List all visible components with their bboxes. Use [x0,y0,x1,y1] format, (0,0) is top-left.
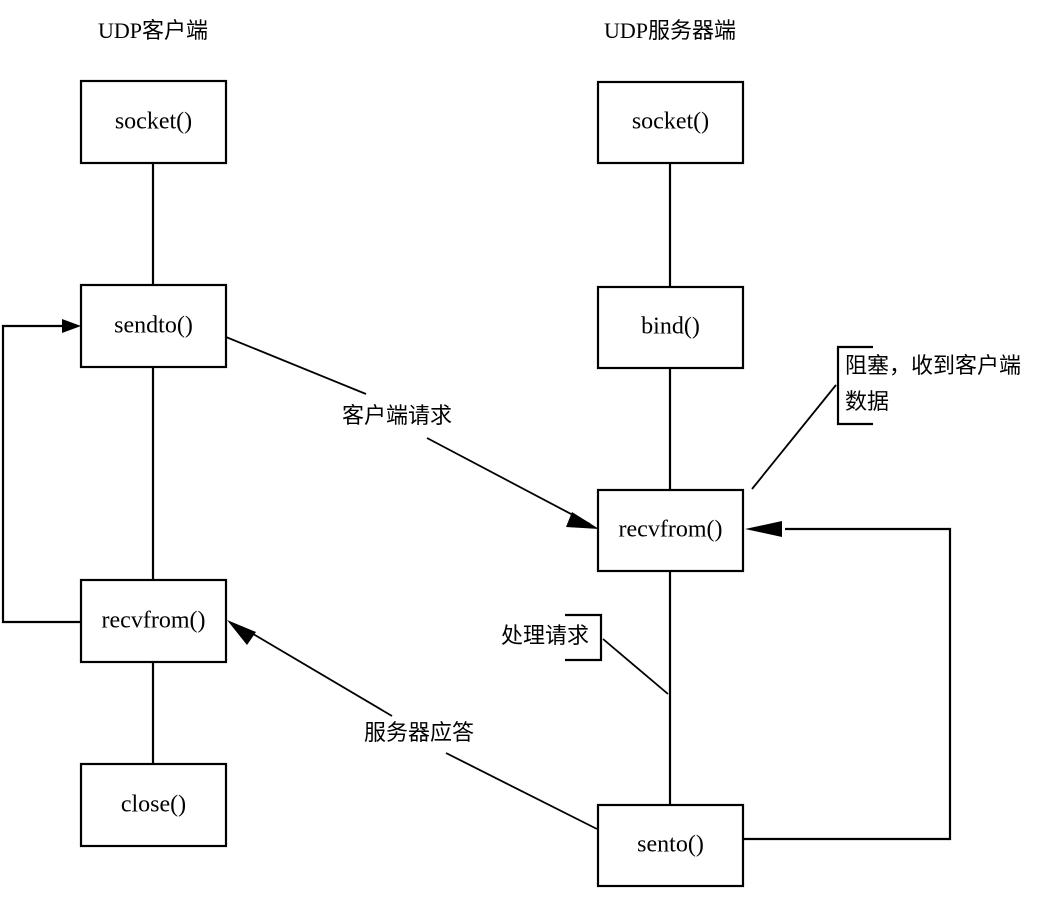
server-box-socket-label: socket() [632,109,709,135]
server-box-sento-label: sento() [637,832,704,858]
client-box-recvfrom-rect [79,578,228,664]
client-box-recvfrom[interactable]: recvfrom() [79,578,228,664]
server-response-label: 服务器应答 [364,720,474,745]
client-loop-back-path [1,324,81,624]
handle-request-note-label: 处理请求 [501,623,589,648]
blocking-note-line-2: 数据 [845,389,889,414]
client-box-close-rect [79,762,228,848]
server-box-sento[interactable]: sento() [596,803,745,888]
client-box-close-label: close() [121,792,186,818]
client-request-arrowhead-icon [566,512,599,529]
client-request-line-lower [426,437,591,525]
server-response-line-lower [445,752,598,830]
blocking-note-line-1: 阻塞，收到客户端 [845,353,1021,378]
handle-request-note-bracket [565,613,603,662]
server-response-arrowhead-icon [227,620,256,645]
client-box-sendto-rect [79,283,228,369]
server-loop-back-path [743,527,952,841]
server-box-bind[interactable]: bind() [596,285,745,370]
client-box-sendto-label: sendto() [114,313,193,339]
server-column-title: UDP服务器端 [604,18,736,43]
client-box-socket-label: socket() [115,109,192,135]
blocking-note-leader-line [751,384,837,490]
client-request-label: 客户端请求 [342,403,452,428]
server-box-recvfrom[interactable]: recvfrom() [596,488,745,573]
client-loop-arrowhead-icon [62,319,81,333]
handle-request-note-leader-line [602,638,669,695]
blocking-note-bracket [836,345,873,426]
client-box-recvfrom-label: recvfrom() [102,608,206,634]
client-box-close[interactable]: close() [79,762,228,848]
server-response-line-upper [242,627,393,717]
server-box-bind-rect [596,285,745,370]
server-box-recvfrom-label: recvfrom() [619,517,723,543]
server-box-sento-rect [596,803,745,888]
server-box-socket-rect [596,80,745,165]
server-box-recvfrom-rect [596,488,745,573]
server-box-bind-label: bind() [641,314,700,340]
client-request-line-upper [225,336,367,395]
client-box-sendto[interactable]: sendto() [79,283,228,369]
server-loop-arrowhead-icon [745,521,782,537]
server-box-socket[interactable]: socket() [596,80,745,165]
client-column-title: UDP客户端 [98,18,208,43]
client-box-socket-rect [79,79,228,165]
client-box-socket[interactable]: socket() [79,79,228,165]
